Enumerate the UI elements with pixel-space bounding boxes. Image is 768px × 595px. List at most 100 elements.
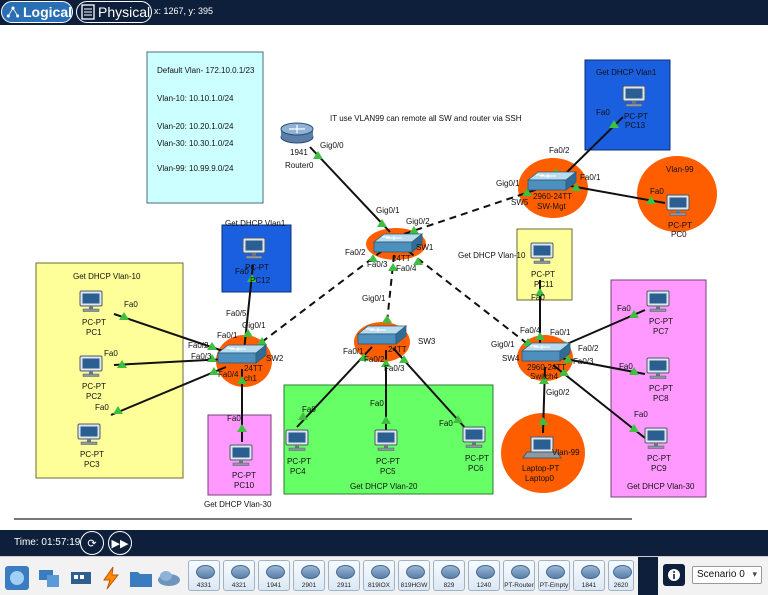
time-label: Time: 01:57:19: [14, 537, 81, 548]
port-sw2-fa05: Fa0/5: [226, 309, 247, 318]
components-category[interactable]: [68, 565, 94, 591]
palette-divider: [638, 557, 658, 595]
multiuser-category[interactable]: [156, 565, 182, 591]
device-tile-1841[interactable]: 1841: [573, 560, 605, 591]
sw3-label: SW3: [418, 337, 436, 346]
port-sw5-gig01: Gig0/1: [496, 179, 520, 188]
label-dhcp-vlan30: Get DHCP Vlan-30: [627, 482, 695, 491]
label-vlan99-laptop: Vlan-99: [552, 448, 580, 457]
device-tile-4331[interactable]: 4331: [188, 560, 220, 591]
device-tile-819hgw[interactable]: 819HGW: [398, 560, 430, 591]
port-sw2-fa02: Fa0/2: [188, 341, 209, 350]
port-pc2-fa0: Fa0: [104, 349, 118, 358]
switch-sw5[interactable]: [527, 171, 577, 191]
device-tile-2901[interactable]: 2901: [293, 560, 325, 591]
device-palette: 4331 4321 1941 2901 2911 819IOX 819HGW 8…: [0, 556, 768, 595]
physical-view-button[interactable]: Physical: [76, 1, 152, 23]
sw3-model: 24TT: [388, 345, 407, 354]
link-router-sw1[interactable]: [309, 146, 391, 233]
sw2-label: SW2: [266, 354, 284, 363]
pc2-type: PC-PT: [82, 382, 106, 391]
device-tile-4321[interactable]: 4321: [223, 560, 255, 591]
sw4-model-1: 2960-24TT: [527, 363, 566, 372]
port-sw5-fa01: Fa0/1: [580, 173, 601, 182]
port-sw1-gig01: Gig0/1: [376, 206, 400, 215]
logical-workspace[interactable]: Default Vlan- 172.10.0.1/23 Vlan-10: 10.…: [0, 25, 768, 530]
connections-category[interactable]: [98, 565, 124, 591]
port-sw4-fa03: Fa0/3: [573, 357, 594, 366]
laptop0[interactable]: [522, 436, 562, 459]
info-button[interactable]: [663, 564, 685, 586]
physical-view-label: Physical: [98, 4, 151, 20]
device-tile-1941[interactable]: 1941: [258, 560, 290, 591]
power-cycle-button[interactable]: ⟳: [80, 531, 104, 555]
pc4-name: PC4: [290, 467, 306, 476]
device-tile-2620[interactable]: 2620: [608, 560, 634, 591]
network-diagram[interactable]: Default Vlan- 172.10.0.1/23 Vlan-10: 10.…: [0, 25, 768, 530]
switch-sw1[interactable]: [373, 233, 423, 253]
router0[interactable]: [280, 122, 314, 144]
device-tile-pt-router[interactable]: PT-Router: [503, 560, 535, 591]
port-sw2-fa04: Fa0/4: [218, 370, 239, 379]
link-sw2-pc1[interactable]: [113, 313, 227, 353]
pc12-type: PC-PT: [245, 263, 269, 272]
end-devices-category[interactable]: [36, 565, 62, 591]
link-sw2-pc2[interactable]: [113, 358, 227, 366]
pc11-type: PC-PT: [531, 270, 555, 279]
miscellaneous-category[interactable]: [128, 565, 154, 591]
link-sw5-pc0[interactable]: [564, 184, 666, 204]
device-tile-1240[interactable]: 1240: [468, 560, 500, 591]
router-icon: [371, 565, 390, 579]
sw2-model-1: 24TT: [244, 364, 263, 373]
fast-forward-button[interactable]: ▶▶: [108, 531, 132, 555]
vlan-info-box: [146, 51, 264, 204]
router-icon: [546, 565, 565, 579]
pc3-type: PC-PT: [80, 450, 104, 459]
pc1-type: PC-PT: [82, 318, 106, 327]
pc0-type: PC-PT: [668, 221, 692, 230]
port-sw3-fa01: Fa0/1: [343, 347, 364, 356]
pc8-name: PC8: [653, 394, 669, 403]
router-icon: [441, 565, 460, 579]
components-icon: [71, 572, 91, 584]
port-pc12-fa0: Fa0: [235, 267, 249, 276]
folder-icon: [130, 572, 152, 587]
link-sw1-sw4[interactable]: [407, 250, 539, 353]
port-sw1-gig02: Gig0/2: [406, 217, 430, 226]
pc9-name: PC9: [651, 464, 667, 473]
vlan30-zone-box: [610, 279, 707, 498]
link-sw1-sw2[interactable]: [249, 250, 383, 352]
switch-sw2[interactable]: [217, 344, 267, 364]
vlan-info-default: Default Vlan- 172.10.0.1/23: [157, 66, 255, 75]
device-tile-829[interactable]: 829: [433, 560, 465, 591]
router-icon: [266, 565, 285, 579]
router-icon: [301, 565, 320, 579]
switch-sw3[interactable]: [357, 325, 407, 345]
network-devices-category[interactable]: [4, 565, 30, 591]
end-devices-icon: [39, 570, 59, 587]
router-icon: [196, 565, 215, 579]
device-tile-819iox[interactable]: 819IOX: [363, 560, 395, 591]
link-sw2-pc3[interactable]: [110, 366, 227, 416]
port-sw2-fa03: Fa0/3: [191, 352, 212, 361]
device-tile-2911[interactable]: 2911: [328, 560, 360, 591]
lightning-connection-icon: [103, 566, 120, 590]
fast-forward-icon: ▶▶: [111, 537, 129, 550]
port-sw1-fa03: Fa0/3: [367, 260, 388, 269]
logical-view-button[interactable]: Logical: [1, 1, 73, 23]
link-sw1-sw5[interactable]: [403, 188, 539, 235]
switch-sw4[interactable]: [521, 342, 571, 362]
port-r-gig00: Gig0/0: [320, 141, 344, 150]
vlan-info-20: Vlan-20: 10.20.1.0/24: [157, 122, 234, 131]
router-icon: [476, 565, 495, 579]
link-sw4-pc9[interactable]: [552, 364, 646, 439]
pc6-name: PC6: [468, 464, 484, 473]
pc1-name: PC1: [86, 328, 102, 337]
port-pc13-fa0: Fa0: [596, 108, 610, 117]
info-icon: [668, 569, 680, 581]
pc5-type: PC-PT: [376, 457, 400, 466]
port-sw4-gig02: Gig0/2: [546, 388, 570, 397]
scenario-select[interactable]: Scenario 0 ▾: [692, 566, 762, 584]
device-tile-pt-empty[interactable]: PT-Empty: [538, 560, 570, 591]
pc8-type: PC-PT: [649, 384, 673, 393]
